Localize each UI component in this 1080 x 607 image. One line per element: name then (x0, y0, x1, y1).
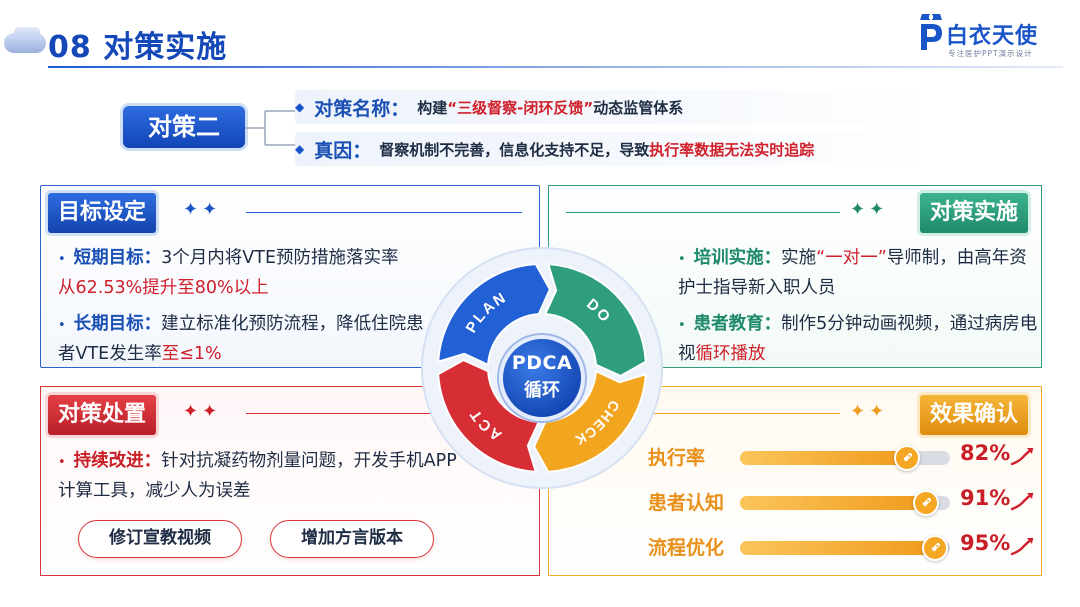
root-cause-pre: 督察机制不完善，信息化支持不足，导致 (379, 140, 650, 159)
rocket-icon (913, 490, 939, 516)
metric-row: 患者认知 91% (648, 486, 1038, 518)
rocket-icon (894, 445, 920, 471)
metric-label: 流程优化 (648, 537, 725, 559)
measure-name-text: 构建“三级督察-闭环反馈”动态监管体系 (417, 97, 683, 118)
improvement-label: 持续改进： (73, 451, 162, 471)
metric-fill (740, 496, 931, 510)
logo-tagline: 专注医护PPT演示设计 (948, 49, 1033, 58)
divider (566, 413, 840, 414)
measure-name-row: ◆ 对策名称： 构建“三级督察-闭环反馈”动态监管体系 (295, 90, 935, 124)
education-highlight: 循环播放 (695, 344, 766, 364)
connector-bracket (245, 110, 295, 146)
training-implementation: • 培训实施：实施“一对一”导师制，由高年资护士指导新入职人员 (678, 244, 1038, 303)
metric-value: 91% (960, 486, 1011, 510)
pdca-center-title: PDCA (511, 352, 573, 374)
bullet: • (58, 252, 66, 267)
effect-title: 效果确认 (920, 395, 1029, 435)
sparkle-icon: ✦✦ (183, 199, 222, 220)
short-term-goal: • 短期目标：3个月内将VTE预防措施落实率从62.53%提升至80%以上 (58, 244, 478, 303)
header-decoration (14, 27, 40, 37)
divider (246, 413, 522, 414)
metric-label: 患者认知 (648, 492, 725, 514)
education-pre: 制作5分钟动画视频，通过病房电视 (678, 314, 1038, 364)
root-cause-highlight: 执行率数据无法实时追踪 (649, 140, 815, 159)
metric-fill (740, 541, 940, 555)
measure-name-label: 对策名称： (314, 97, 410, 120)
education-label: 患者教育： (693, 314, 782, 334)
logo-text: 白衣天使 (946, 24, 1039, 49)
metric-track (740, 535, 950, 561)
header-divider (48, 66, 1063, 68)
bullet-icon: ◆ (295, 142, 305, 156)
goal-title: 目标设定 (48, 193, 157, 233)
measure-name-post: 动态监管体系 (593, 98, 684, 117)
patient-education: • 患者教育：制作5分钟动画视频，通过病房电视循环播放 (678, 310, 1038, 369)
handle-title: 对策处置 (48, 395, 157, 435)
rocket-icon (922, 535, 948, 561)
short-term-highlight: 从62.53%提升至80%以上 (58, 278, 269, 298)
training-post: 导师制，由高年资护士指导新入职人员 (678, 248, 1027, 298)
measure-name-highlight: “三级督察-闭环反馈” (447, 98, 594, 117)
root-cause-text: 督察机制不完善，信息化支持不足，导致执行率数据无法实时追踪 (379, 139, 814, 160)
metric-row: 执行率 82% (648, 441, 1038, 473)
metric-track (740, 490, 950, 516)
long-term-highlight: 至≤1% (161, 344, 222, 364)
divider (246, 212, 522, 213)
metric-value: 82% (960, 441, 1011, 465)
sparkle-icon: ✦✦ (183, 401, 222, 422)
pdca-check-segment (532, 369, 647, 473)
sparkle-icon: ✦✦ (850, 401, 889, 422)
continuous-improvement: • 持续改进：针对抗凝药物剂量问题，开发手机APP计算工具，减少人为误差 (58, 447, 458, 506)
training-label: 培训实施： (693, 248, 782, 268)
brand-logo: 白衣天使 专注医护PPT演示设计 (918, 4, 1068, 62)
long-term-goal: • 长期目标：建立标准化预防流程，降低住院患者VTE发生率至≤1% (58, 310, 438, 369)
bullet: • (58, 455, 66, 470)
header: 08 对策实施 白衣天使 专注医护PPT演示设计 (0, 0, 1080, 80)
add-dialect-button[interactable]: 增加方言版本 (270, 520, 434, 558)
pdca-center-subtitle: 循环 (524, 380, 560, 401)
metric-label: 执行率 (648, 447, 706, 469)
bullet: • (678, 252, 686, 267)
pdca-act-segment (437, 358, 541, 473)
trend-up-icon (1010, 537, 1034, 556)
bullet: • (58, 318, 66, 333)
bullet-icon: ◆ (295, 100, 305, 114)
sparkle-icon: ✦✦ (850, 199, 889, 220)
long-term-label: 长期目标： (73, 314, 162, 334)
measure-name-pre: 构建 (417, 98, 448, 117)
trend-up-icon (1010, 447, 1034, 466)
bullet: • (678, 318, 686, 333)
short-term-label: 短期目标： (73, 248, 162, 268)
pdca-do-segment (543, 263, 647, 378)
implement-title: 对策实施 (920, 193, 1029, 233)
revise-video-button[interactable]: 修订宣教视频 (78, 520, 242, 558)
improvement-text: 针对抗凝药物剂量问题，开发手机APP计算工具，减少人为误差 (58, 451, 457, 501)
long-term-text: 建立标准化预防流程，降低住院患者VTE发生率 (58, 314, 424, 364)
metric-value: 95% (960, 531, 1011, 555)
divider (566, 212, 840, 213)
short-term-text: 3个月内将VTE预防措施落实率 (161, 248, 399, 268)
trend-up-icon (1010, 492, 1034, 511)
nurse-cap-icon (920, 14, 942, 50)
header-decoration (4, 33, 46, 53)
metric-row: 流程优化 95% (648, 531, 1038, 563)
measure-badge: 对策二 (123, 106, 245, 148)
root-cause-label: 真因： (314, 139, 372, 162)
page-title: 08 对策实施 (48, 30, 228, 65)
metric-track (740, 445, 950, 471)
training-highlight: “一对一” (816, 248, 887, 268)
root-cause-row: ◆ 真因： 督察机制不完善，信息化支持不足，导致执行率数据无法实时追踪 (295, 132, 935, 166)
pdca-plan-segment (437, 263, 552, 367)
pdca-center: PDCA 循环 (499, 335, 585, 421)
training-pre: 实施 (781, 248, 817, 268)
metric-fill (740, 451, 912, 465)
